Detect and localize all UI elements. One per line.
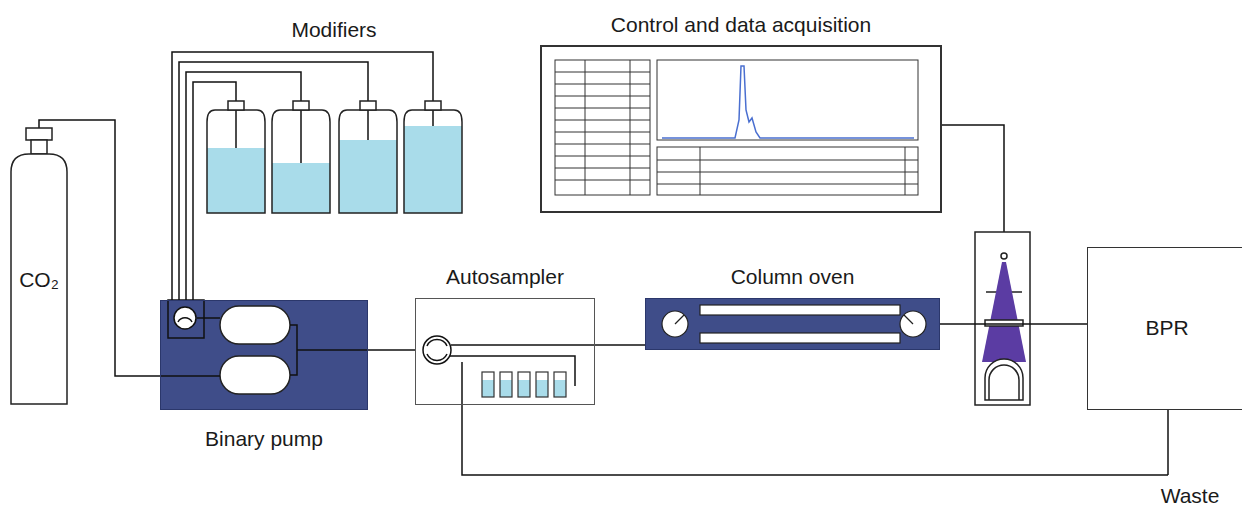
column xyxy=(700,333,900,343)
injection-valve xyxy=(423,336,451,364)
detector xyxy=(982,262,1026,362)
pump-plumbing xyxy=(290,325,297,375)
sample-vials xyxy=(518,380,530,397)
pump-body xyxy=(160,300,368,410)
column xyxy=(662,311,688,337)
cylinder-valve xyxy=(26,128,52,140)
pump-plumbing xyxy=(160,375,220,377)
node-heading: Control and data acquisition xyxy=(611,13,871,37)
chromatogram-trace xyxy=(662,66,914,138)
sample-vials xyxy=(554,380,566,397)
detector xyxy=(1001,253,1007,259)
flow-line xyxy=(595,344,645,346)
sample-vials xyxy=(482,372,494,397)
software-screen xyxy=(555,60,650,195)
detector xyxy=(985,359,1023,400)
sample-vials xyxy=(482,380,494,397)
modifier-bottle xyxy=(339,110,397,213)
solvent-valve xyxy=(168,300,204,338)
detector xyxy=(975,232,1030,405)
injection-valve xyxy=(427,340,447,346)
modifier-liquid xyxy=(207,126,462,213)
sample-vials xyxy=(518,372,530,397)
modifier-bottle xyxy=(293,101,309,110)
pump-body xyxy=(160,300,368,410)
modifier-bottle xyxy=(207,101,462,213)
solvent-valve xyxy=(174,307,196,329)
sample-vials xyxy=(500,372,512,397)
solvent-valve xyxy=(168,300,204,338)
software-screen xyxy=(555,60,918,195)
autosampler-box: Autosampler xyxy=(415,298,595,405)
injection-valve xyxy=(462,362,1168,475)
modifier-bottle xyxy=(425,101,441,110)
software-screen xyxy=(657,147,918,195)
pump-plumbing xyxy=(297,349,368,351)
column xyxy=(662,305,926,343)
modifier-liquid xyxy=(207,148,265,213)
node-heading: Column oven xyxy=(731,265,855,289)
pump-heads xyxy=(220,356,290,394)
chromatogram-trace xyxy=(662,66,914,138)
software-screen xyxy=(657,147,918,195)
sample-vials xyxy=(536,372,548,397)
software-screen xyxy=(555,72,650,180)
pump-heads xyxy=(220,306,290,344)
node-heading: Binary pump xyxy=(205,427,323,451)
cylinder-outline xyxy=(10,128,68,405)
modifier-liquid xyxy=(404,126,462,213)
modifier-bottle xyxy=(360,101,376,110)
cylinder-neck xyxy=(31,140,47,154)
solvent-valve xyxy=(178,318,192,322)
flow-line xyxy=(940,323,1087,325)
sample-vials xyxy=(500,380,512,397)
modifier-bottle xyxy=(404,110,462,213)
injection-valve xyxy=(427,354,447,360)
injection-valve xyxy=(423,336,1168,475)
waste-line xyxy=(1167,410,1169,475)
sample-vials xyxy=(554,372,566,397)
oven-body xyxy=(645,298,940,350)
node-heading: Autosampler xyxy=(446,265,564,289)
sample-vials xyxy=(536,380,548,397)
flow-line xyxy=(368,349,415,351)
modifier-bottle xyxy=(228,101,244,110)
column xyxy=(904,315,913,324)
node-text: BPR xyxy=(1145,316,1188,340)
control-screen: Control and data acquisition xyxy=(540,45,942,213)
injection-valve xyxy=(451,344,595,346)
pump-heads xyxy=(220,306,290,394)
column xyxy=(675,315,684,324)
column xyxy=(700,305,900,315)
waste-line xyxy=(1167,410,1169,475)
oven-box: Column oven xyxy=(645,298,940,350)
modifier-liquid xyxy=(339,140,397,213)
detector xyxy=(975,232,1030,405)
pump-plumbing xyxy=(197,317,220,319)
modifier-bottle xyxy=(272,110,330,213)
node-text: CO₂ xyxy=(19,268,59,292)
modifier-tubing xyxy=(172,52,433,300)
column xyxy=(900,311,926,337)
co2-cylinder: CO₂ xyxy=(10,128,68,405)
software-screen xyxy=(585,60,630,195)
detector xyxy=(989,365,1019,400)
group-label: Modifiers xyxy=(291,18,376,42)
bpr-box: BPR xyxy=(1087,247,1242,410)
pump-box: Binary pump xyxy=(160,300,368,410)
detector xyxy=(985,320,1023,326)
software-screen xyxy=(657,60,918,140)
cylinder-body xyxy=(11,154,67,404)
modifier-liquid xyxy=(272,163,330,213)
modifier-bottle xyxy=(207,110,265,213)
sample-vials xyxy=(482,372,566,397)
oven-body xyxy=(645,298,940,350)
modifier-tubing xyxy=(172,52,433,300)
outlet-label: Waste xyxy=(1161,484,1220,508)
